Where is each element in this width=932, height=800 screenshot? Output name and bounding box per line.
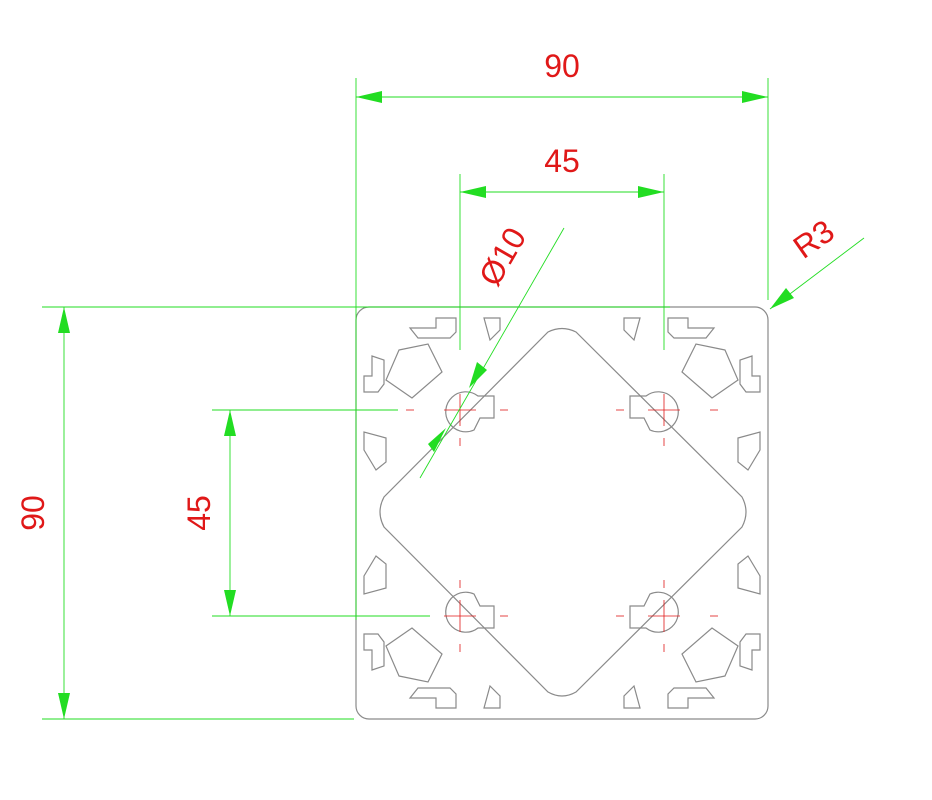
dim-corner-radius [769,237,865,310]
label-corner-radius: R3 [787,213,841,266]
profile-outline [355,306,769,720]
slot-bottom-right [667,687,716,709]
label-hole-diameter: Ø10 [472,221,533,291]
dim-hole-spacing-horizontal [459,174,665,350]
slot-top-center-right [623,317,641,342]
label-overall-width: 90 [544,48,580,84]
slot-left-mid-upper [363,431,387,471]
slot-left-lower [363,633,385,671]
dimension-lines [42,78,865,720]
outer-boundary [355,306,769,720]
slot-left-upper [363,355,385,393]
dimension-labels: 90 45 Ø10 R3 90 45 [15,48,841,531]
cavity-top-right [681,343,739,399]
central-diamond-cavity [379,327,747,697]
center-mark-top-right [616,394,718,446]
slot-bottom-center-left [483,684,501,709]
center-mark-bottom-right [616,580,718,652]
label-hole-spacing-horizontal: 45 [544,143,580,179]
slot-right-lower [739,633,761,671]
slot-bottom-left [408,687,457,709]
slot-top-left [408,317,457,339]
slot-right-mid-lower [737,555,761,595]
bore-top-left [445,391,495,433]
label-overall-height: 90 [15,495,51,531]
cavity-bottom-right [681,627,739,683]
bore-bottom-right [629,591,679,633]
dim-overall-width [355,78,769,620]
label-hole-spacing-vertical: 45 [181,495,217,531]
dim-overall-height [42,306,670,720]
slot-bottom-center-right [623,684,641,709]
slot-left-mid-lower [363,555,387,595]
cavity-bottom-left [385,627,443,683]
bore-bottom-left [445,591,495,633]
slot-right-upper [739,355,761,393]
slot-top-center-left [483,317,501,342]
center-marks [406,394,718,652]
slot-top-right [667,317,716,339]
slot-right-mid-upper [737,431,761,471]
dim-hole-spacing-vertical [212,409,430,617]
bore-top-right [629,391,679,433]
center-mark-top-left [406,394,508,446]
cavity-top-left [385,343,443,399]
dim-hole-diameter [419,227,565,479]
